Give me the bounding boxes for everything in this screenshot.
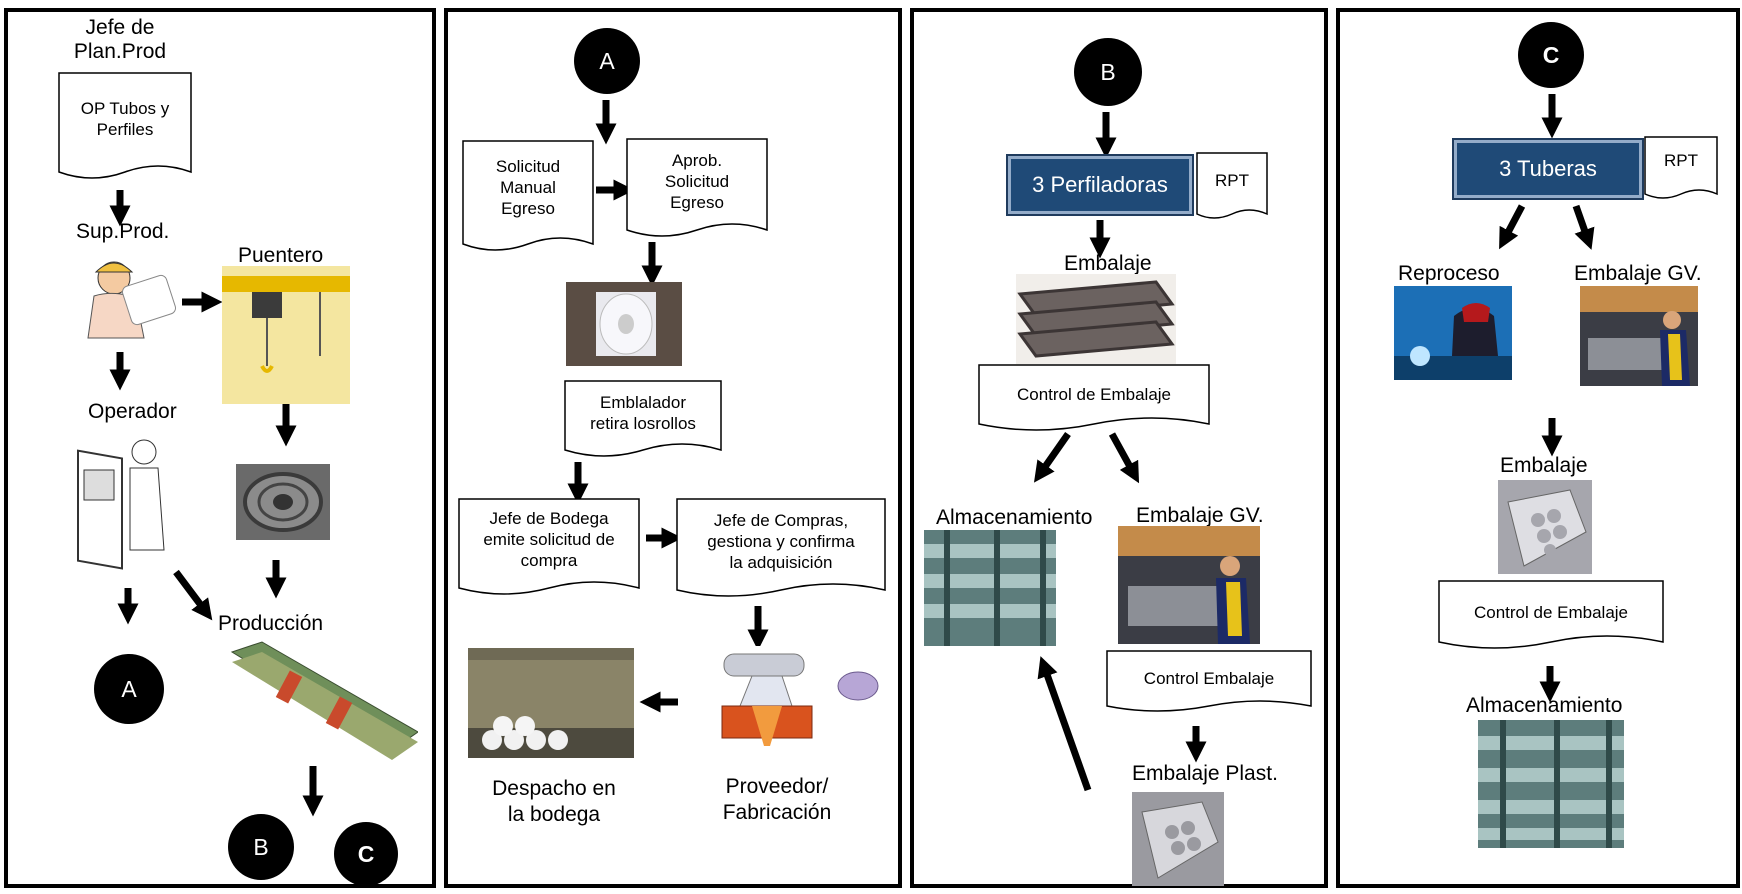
almacen-image-panel3 <box>924 530 1056 646</box>
reproceso-image <box>1394 286 1512 380</box>
produccion-label: Producción <box>218 612 324 635</box>
arrow-operador-to-prod <box>173 569 213 621</box>
jefe-plan-label: Jefe de Plan.Prod <box>73 16 167 63</box>
linea-produccion-image <box>222 632 418 766</box>
arrow-control-to-gv <box>1108 432 1140 484</box>
puente-grua-image <box>222 266 350 404</box>
despacho-label: Despacho en la bodega <box>492 777 616 826</box>
embalaje-gv-image-panel4 <box>1580 286 1698 386</box>
doc-rpt-panel3-text: RPT <box>1215 171 1249 190</box>
perfiles-apilados-image <box>1016 274 1176 364</box>
tubos-embalados-image <box>1498 480 1592 574</box>
embalaje-gv-label-panel3: Embalaje GV. <box>1136 504 1264 527</box>
rollo-papel-image <box>566 282 682 366</box>
arrow-plast-to-almacen <box>1037 656 1092 792</box>
doc-jefe-bodega-text: Jefe de Bodega emite solicitud de compra <box>483 509 615 570</box>
doc-control-embalaje-panel4-text: Control de Embalaje <box>1473 603 1629 622</box>
doc-solicitud-manual: Solicitud Manual Egreso <box>462 140 594 258</box>
doc-rpt-panel3: RPT <box>1196 152 1268 226</box>
doc-jefe-compras-text: Jefe de Compras, gestiona y confirma la … <box>707 511 855 572</box>
perfiladoras-box: 3 Perfiladoras <box>1008 156 1192 214</box>
doc-op-tubos: OP Tubos y Perfiles <box>58 72 192 186</box>
doc-rpt-panel4-text: RPT <box>1664 151 1698 170</box>
operador-label: Operador <box>88 400 177 423</box>
doc-control-embalaje2-panel3-text: Control Embalaje <box>1143 669 1275 688</box>
arrow-control-to-almacen <box>1033 431 1071 483</box>
doc-control-embalaje-panel3-text: Control de Embalaje <box>1016 385 1172 404</box>
embalaje-gv-label-panel4: Embalaje GV. <box>1574 262 1702 285</box>
connector-b-panel1: B <box>228 814 294 880</box>
doc-control-embalaje-panel3: Control de Embalaje <box>978 364 1210 436</box>
proveedor-label: Proveedor/ Fabricación <box>722 775 832 824</box>
doc-control-embalaje2-panel3: Control Embalaje <box>1106 650 1312 720</box>
arrow-tuberas-to-gv <box>1572 204 1595 250</box>
sup-prod-label: Sup.Prod. <box>76 220 170 243</box>
bodega-image <box>468 648 634 758</box>
embalaje-plast-image <box>1132 792 1224 886</box>
embalaje-label-panel3: Embalaje <box>1064 252 1152 275</box>
doc-aprob-solicitud-text: Aprob. Solicitud Egreso <box>664 151 730 212</box>
proveedor-fabricacion-image <box>682 646 888 766</box>
connector-c-panel1: C <box>334 822 398 886</box>
doc-jefe-bodega: Jefe de Bodega emite solicitud de compra <box>458 498 640 602</box>
doc-solicitud-manual-text: Solicitud Manual Egreso <box>495 157 561 218</box>
doc-rpt-panel4: RPT <box>1644 136 1718 206</box>
doc-jefe-compras: Jefe de Compras, gestiona y confirma la … <box>676 498 886 604</box>
doc-emblalador: Emblalador retira losrollos <box>564 380 722 462</box>
supervisor-image <box>74 246 178 342</box>
arrow-tuberas-to-reproceso <box>1499 204 1526 250</box>
embalaje-gv-image-panel3 <box>1118 526 1260 644</box>
doc-op-tubos-text: OP Tubos y Perfiles <box>80 99 170 139</box>
doc-emblalador-text: Emblalador retira losrollos <box>590 393 696 433</box>
embalaje-plast-label: Embalaje Plast. <box>1132 762 1278 785</box>
tuberas-box: 3 Tuberas <box>1454 140 1642 198</box>
connector-b-panel3: B <box>1074 38 1142 106</box>
almacenamiento-label-panel3: Almacenamiento <box>936 506 1093 529</box>
almacenamiento-label-panel4: Almacenamiento <box>1466 694 1623 717</box>
connector-a-panel2: A <box>574 28 640 94</box>
connector-a-panel1: A <box>94 654 164 724</box>
reproceso-label: Reproceso <box>1398 262 1500 285</box>
almacen-image-panel4 <box>1478 720 1624 848</box>
puentero-label: Puentero <box>238 244 324 267</box>
connector-c-panel4: C <box>1518 22 1584 88</box>
embalaje-label-panel4: Embalaje <box>1500 454 1588 477</box>
operador-image <box>74 430 170 576</box>
bobina-acero-image <box>236 464 330 540</box>
doc-aprob-solicitud: Aprob. Solicitud Egreso <box>626 138 768 244</box>
doc-control-embalaje-panel4: Control de Embalaje <box>1438 580 1664 656</box>
